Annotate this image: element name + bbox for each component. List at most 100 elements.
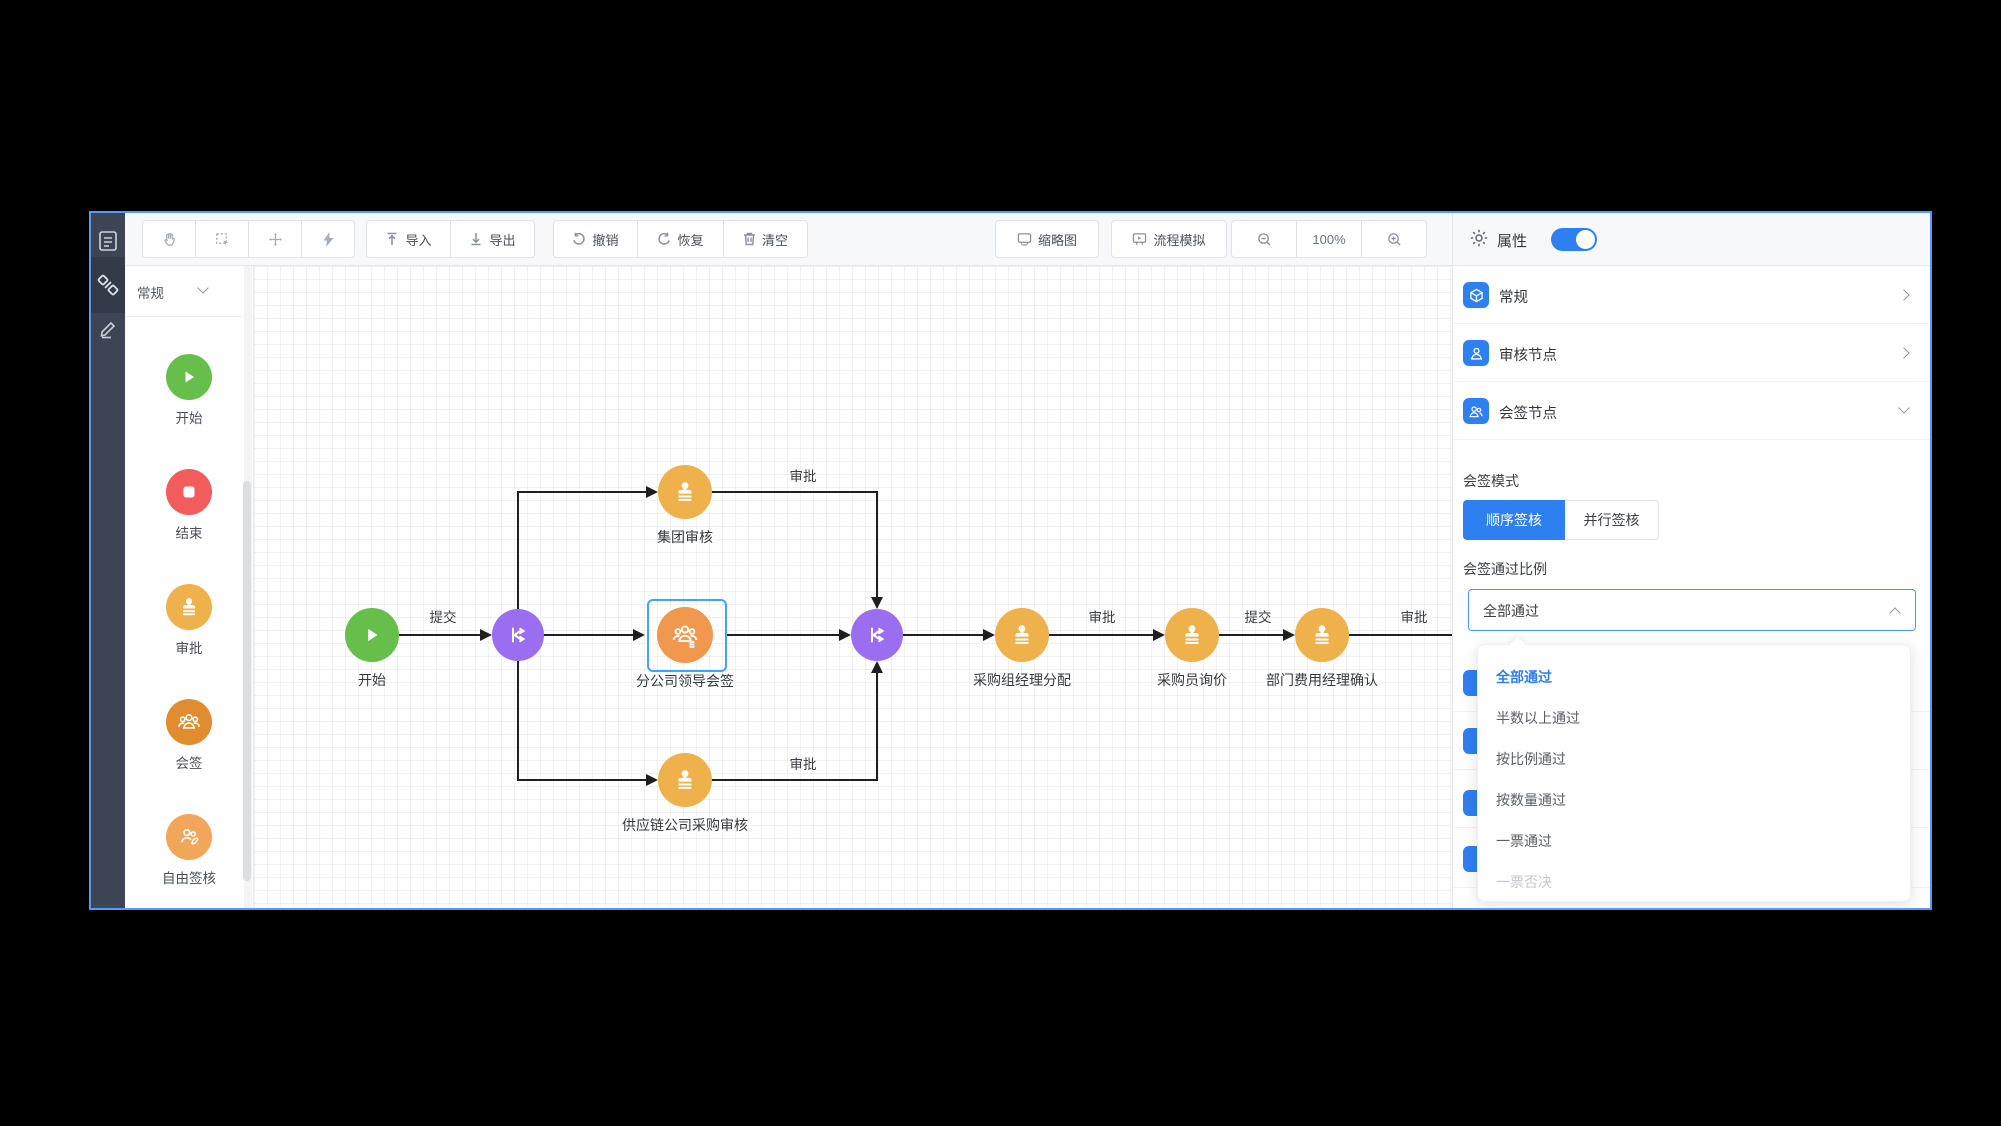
- palette-item-start[interactable]: 开始: [125, 354, 253, 427]
- zoom-in-icon: [1387, 232, 1402, 247]
- pass-ratio-dropdown: 全部通过 半数以上通过 按比例通过 按数量通过 一票通过 一票否决: [1477, 636, 1911, 902]
- stamp-icon: [1185, 625, 1199, 644]
- simulate-group: 流程模拟: [1111, 220, 1227, 258]
- cube-icon: [1463, 282, 1489, 308]
- zoom-out-button[interactable]: [1231, 220, 1297, 258]
- palette-scrollbar[interactable]: [243, 266, 252, 908]
- option-count-pass[interactable]: 按数量通过: [1496, 792, 1566, 808]
- flow-designer-window: 导入 导出 撤销 恢复: [89, 211, 1932, 910]
- mode-sequential-button[interactable]: 顺序签核: [1463, 500, 1565, 540]
- activity-bar: [91, 213, 125, 908]
- node-branch-leader-countersign[interactable]: [657, 607, 713, 663]
- palette-item-label: 开始: [175, 411, 203, 426]
- palette-item-approve[interactable]: 审批: [125, 584, 253, 657]
- mode-parallel-button[interactable]: 并行签核: [1565, 500, 1659, 540]
- person-icon: [1463, 340, 1489, 366]
- lightning-button[interactable]: [301, 220, 355, 258]
- document-icon[interactable]: [91, 213, 125, 269]
- palette-item-label: 自由签核: [162, 871, 216, 886]
- palette-scrollbar-thumb[interactable]: [243, 481, 251, 881]
- palette-group-label: 常规: [137, 286, 164, 301]
- undo-button[interactable]: 撤销: [553, 220, 638, 258]
- hand-tool-button[interactable]: [142, 220, 196, 258]
- option-one-vote-pass[interactable]: 一票通过: [1496, 833, 1552, 849]
- undo-icon: [572, 232, 586, 246]
- marquee-select-icon: [215, 232, 230, 247]
- option-all-pass[interactable]: 全部通过: [1496, 669, 1552, 685]
- pass-ratio-select[interactable]: 全部通过: [1468, 589, 1916, 631]
- option-one-vote-veto[interactable]: 一票否决: [1496, 874, 1552, 890]
- node-supply-chain-audit[interactable]: [658, 753, 712, 807]
- trash-icon: [743, 232, 756, 246]
- section-label: 会签节点: [1499, 406, 1557, 422]
- simulate-button[interactable]: 流程模拟: [1111, 220, 1227, 258]
- section-countersign-node[interactable]: 会签节点: [1453, 382, 1930, 440]
- top-toolbar: 导入 导出 撤销 恢复: [125, 213, 1452, 266]
- fit-center-button[interactable]: [248, 220, 302, 258]
- start-node-icon: [166, 354, 212, 400]
- flow-edges: [399, 486, 1452, 786]
- pencil-icon[interactable]: [91, 301, 125, 357]
- download-icon: [469, 232, 483, 246]
- node-label: 分公司领导会签: [636, 673, 734, 689]
- edge-label: 提交: [429, 610, 457, 625]
- flow-canvas[interactable]: 开始 集团审核 分公司领导会签 供应链公司采购审核 采购组经理分配 采购员询价: [254, 266, 1452, 908]
- marquee-select-button[interactable]: [195, 220, 249, 258]
- properties-header: 属性: [1453, 213, 1930, 266]
- section-general[interactable]: 常规: [1453, 266, 1930, 324]
- edge-label: 提交: [1244, 610, 1272, 625]
- io-button-group: 导入 导出: [366, 220, 535, 258]
- option-ratio-pass[interactable]: 按比例通过: [1496, 751, 1566, 767]
- clear-label: 清空: [761, 232, 788, 248]
- node-gateway-1[interactable]: [492, 609, 544, 661]
- palette-item-end[interactable]: 结束: [125, 469, 253, 542]
- play-icon: [368, 628, 378, 642]
- dropdown-notch: [1509, 636, 1526, 653]
- node-purchase-manager-assign[interactable]: [995, 608, 1049, 662]
- approve-stamp-icon: [166, 584, 212, 630]
- branch-icon: [871, 627, 885, 643]
- clear-button[interactable]: 清空: [723, 220, 808, 258]
- node-start[interactable]: [345, 608, 399, 662]
- node-label: 采购组经理分配: [973, 672, 1071, 688]
- minimap-button[interactable]: 缩略图: [995, 220, 1099, 258]
- export-button[interactable]: 导出: [450, 220, 535, 258]
- node-expense-manager-confirm[interactable]: [1295, 608, 1349, 662]
- zoom-level-value: 100%: [1312, 231, 1346, 247]
- node-label: 开始: [358, 672, 386, 688]
- node-group-audit[interactable]: [658, 465, 712, 519]
- node-gateway-2[interactable]: [851, 609, 903, 661]
- node-palette: 常规 开始 结束 审批 会签: [125, 266, 254, 908]
- zoom-level[interactable]: 100%: [1296, 220, 1362, 258]
- properties-title: 属性: [1497, 233, 1528, 250]
- palette-item-countersign[interactable]: 会签: [125, 699, 253, 772]
- redo-button[interactable]: 恢复: [637, 220, 724, 258]
- section-audit-node[interactable]: 审核节点: [1453, 324, 1930, 382]
- chevron-right-icon: [1898, 289, 1910, 301]
- end-node-icon: [166, 469, 212, 515]
- edge-label: 审批: [1400, 610, 1428, 625]
- palette-item-label: 会签: [175, 756, 203, 771]
- nodes-palette-icon[interactable]: [91, 257, 125, 313]
- minimap-group: 缩略图: [995, 220, 1099, 258]
- palette-item-label: 审批: [175, 641, 203, 656]
- branch-icon: [512, 627, 526, 643]
- import-button[interactable]: 导入: [366, 220, 451, 258]
- selection-box: [647, 599, 727, 672]
- hand-icon: [162, 232, 177, 247]
- node-buyer-inquiry[interactable]: [1165, 608, 1219, 662]
- zoom-in-button[interactable]: [1361, 220, 1427, 258]
- stamp-icon: [1015, 625, 1029, 644]
- edge-label: 审批: [789, 469, 817, 484]
- properties-toggle[interactable]: [1551, 228, 1597, 251]
- import-label: 导入: [405, 232, 432, 248]
- palette-item-free-sign[interactable]: 自由签核: [125, 814, 253, 887]
- countersign-mode-label: 会签模式: [1463, 473, 1519, 489]
- option-majority-pass[interactable]: 半数以上通过: [1496, 710, 1580, 726]
- node-label: 采购员询价: [1157, 672, 1227, 688]
- history-button-group: 撤销 恢复 清空: [553, 220, 808, 258]
- chevron-up-icon: [1889, 607, 1901, 619]
- palette-group-header[interactable]: 常规: [125, 266, 253, 317]
- upload-icon: [385, 232, 399, 246]
- export-label: 导出: [489, 232, 516, 248]
